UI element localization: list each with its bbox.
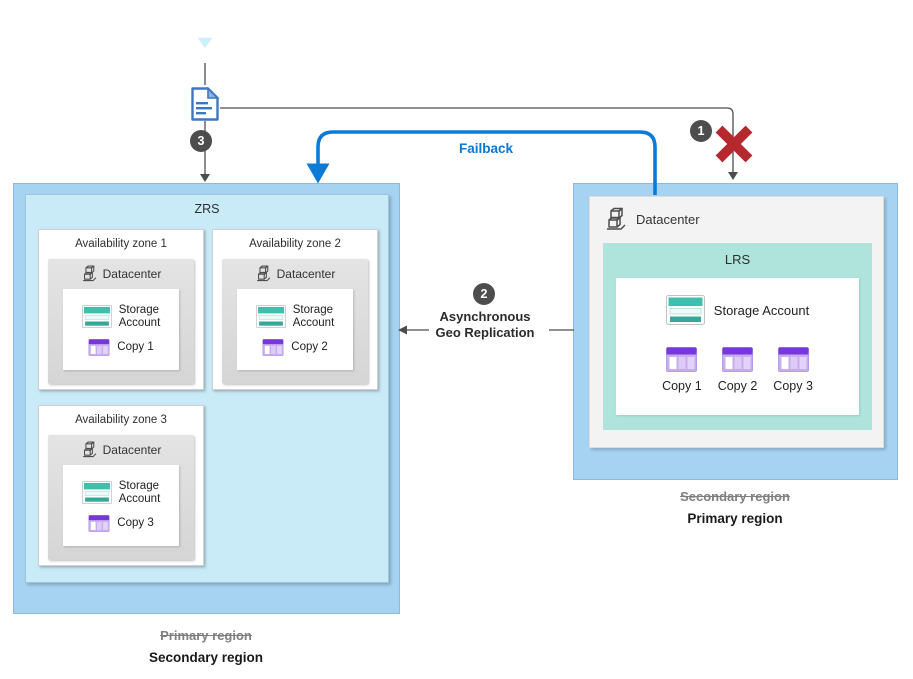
storage-label-line1: Storage	[292, 303, 333, 316]
availability-zone-3: Availability zone 3 Datacenter Storage A…	[38, 405, 204, 566]
datacenter-box: Datacenter Storage Account Copy 3	[48, 435, 194, 560]
storage-label-line1: Storage	[118, 303, 159, 316]
table-copy-icon	[88, 338, 110, 356]
arrowhead-down-right	[728, 172, 738, 180]
storage-label-line2: Account	[292, 316, 335, 329]
storage-account-icon	[255, 305, 286, 328]
zone-title: Availability zone 3	[75, 414, 167, 426]
availability-zone-2: Availability zone 2 Datacenter Storage A…	[212, 229, 378, 390]
datacenter-label: Datacenter	[276, 266, 336, 281]
copy-label: Copy 2	[717, 379, 758, 393]
storage-label-line2: Account	[118, 316, 161, 329]
lrs-title: LRS	[724, 252, 751, 267]
table-copy-icon	[88, 514, 110, 532]
zone-title: Availability zone 2	[249, 238, 341, 250]
datacenter-label: Datacenter	[102, 266, 162, 281]
copy-label: Copy 1	[117, 341, 154, 353]
right-region-caption: Secondary region Primary region	[632, 489, 838, 526]
step-badge-3: 3	[190, 130, 212, 152]
storage-label-line2: Account	[118, 492, 161, 505]
left-region-caption: Primary region Secondary region	[103, 628, 309, 665]
storage-label-line1: Storage	[118, 479, 159, 492]
table-copy-icon	[721, 347, 753, 372]
document-icon	[191, 87, 220, 121]
failback-arrowhead	[306, 163, 330, 184]
document-to-lrs-line	[220, 107, 734, 172]
table-copy-icon	[777, 347, 809, 372]
storage-account-icon	[665, 295, 705, 325]
geo-replication-line2: Geo Replication	[435, 325, 535, 340]
zone-title: Availability zone 1	[75, 238, 167, 250]
datacenter-box: Datacenter Storage Account Copy 2	[222, 259, 368, 384]
datacenter-label: Datacenter	[102, 442, 162, 457]
copy-label: Copy 3	[773, 379, 813, 393]
datacenter-label: Datacenter	[636, 211, 700, 227]
availability-zone-1: Availability zone 1 Datacenter Storage A…	[38, 229, 204, 390]
step-badge-1: 1	[690, 120, 712, 142]
copy-label: Copy 3	[117, 517, 154, 529]
failback-label: Failback	[458, 141, 514, 156]
copy-label: Copy 2	[291, 341, 328, 353]
error-x-icon	[715, 125, 753, 163]
person-icon	[186, 13, 224, 62]
datacenter-icon	[256, 265, 271, 282]
datacenter-box: Datacenter Storage Account Copy 1	[48, 259, 194, 384]
copy-item: Copy 1	[662, 347, 702, 393]
datacenter-icon	[606, 207, 626, 230]
lrs-box: LRS Storage Account Copy 1 Copy 2	[603, 243, 872, 430]
datacenter-contents: Storage Account Copy 3	[63, 465, 179, 546]
arrowhead-down-left	[200, 174, 210, 182]
copy-item: Copy 2	[717, 347, 758, 393]
copy-item: Copy 3	[773, 347, 813, 393]
datacenter-contents: Storage Account Copy 1	[63, 289, 179, 370]
primary-region-box: Datacenter LRS Storage Account Copy 1	[573, 183, 898, 480]
right-region-old-label: Secondary region	[680, 489, 790, 504]
geo-replication-line1: Asynchronous	[439, 309, 531, 324]
right-region-current-label: Primary region	[687, 511, 783, 526]
lrs-contents: Storage Account Copy 1 Copy 2	[616, 278, 859, 415]
copy-label: Copy 1	[662, 379, 702, 393]
table-copy-icon	[262, 338, 284, 356]
storage-account-icon	[81, 305, 112, 328]
secondary-region-box: ZRS Availability zone 1 Datacenter Stora…	[13, 183, 400, 614]
left-region-current-label: Secondary region	[148, 650, 264, 665]
left-region-old-label: Primary region	[160, 628, 252, 643]
datacenter-box: Datacenter LRS Storage Account Copy 1	[589, 196, 884, 448]
table-copy-icon	[666, 347, 698, 372]
zrs-title: ZRS	[194, 202, 220, 216]
datacenter-icon	[82, 265, 97, 282]
zrs-box: ZRS Availability zone 1 Datacenter Stora…	[25, 194, 389, 583]
step-badge-2: 2	[473, 283, 495, 305]
datacenter-contents: Storage Account Copy 2	[237, 289, 353, 370]
storage-account-label: Storage Account	[713, 302, 810, 318]
storage-account-icon	[81, 481, 112, 504]
geo-replication-label: Asynchronous Geo Replication	[420, 309, 550, 341]
datacenter-icon	[82, 441, 97, 458]
